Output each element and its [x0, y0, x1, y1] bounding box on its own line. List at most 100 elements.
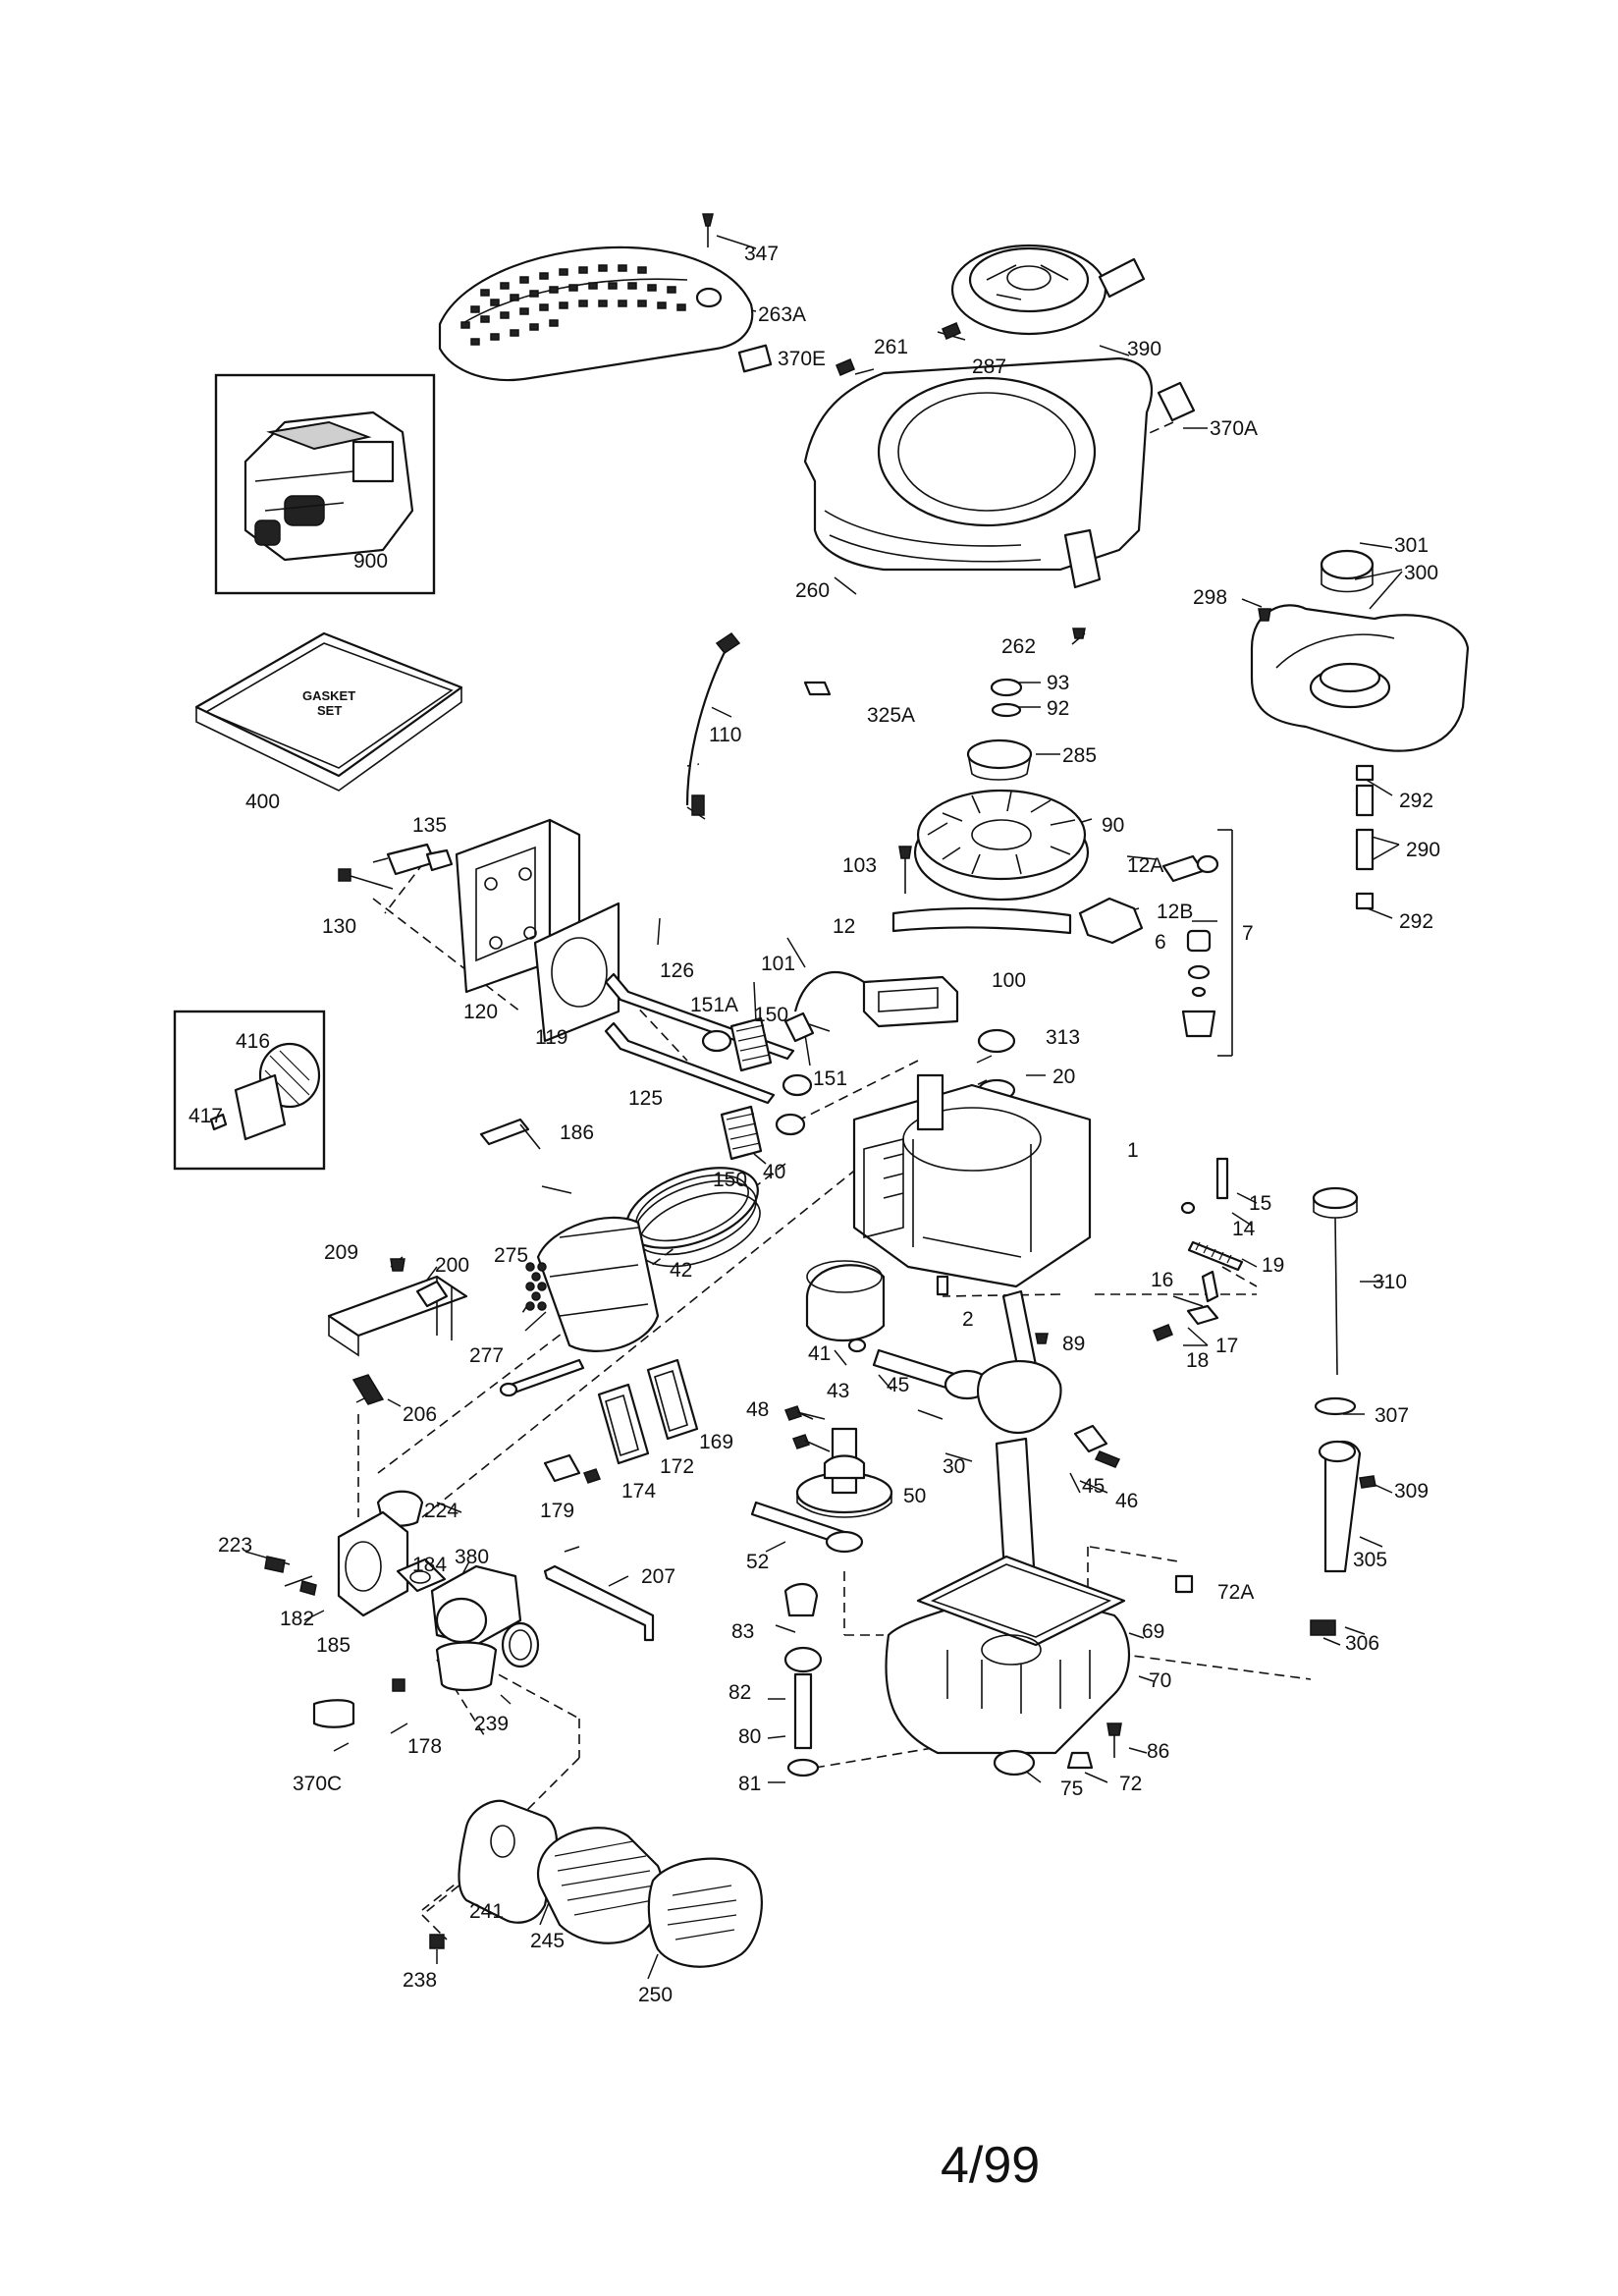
callout-290: 290 — [1406, 839, 1440, 861]
part-184-gasket — [396, 1558, 447, 1593]
part-370A-decal — [1157, 381, 1196, 422]
callout-80: 80 — [738, 1725, 761, 1748]
callout-43: 43 — [827, 1380, 849, 1402]
callout-130: 130 — [322, 915, 356, 938]
callout-72A: 72A — [1217, 1581, 1254, 1604]
part-41-piston — [805, 1264, 886, 1342]
callout-310: 310 — [1373, 1271, 1407, 1293]
callout-172: 172 — [660, 1455, 694, 1478]
callout-900: 900 — [353, 550, 388, 573]
part-89-screw — [1035, 1333, 1049, 1344]
callout-135: 135 — [412, 814, 447, 837]
part-325A-clip — [803, 681, 832, 696]
part-209-screw — [390, 1258, 405, 1272]
callout-169: 169 — [699, 1431, 733, 1453]
part-48-bolt-b — [792, 1434, 810, 1449]
callout-75: 75 — [1060, 1777, 1083, 1800]
callout-309: 309 — [1394, 1480, 1429, 1503]
engine-inset-box — [214, 373, 436, 595]
callout-277: 277 — [469, 1344, 504, 1367]
callout-174: 174 — [621, 1480, 656, 1503]
part-292-clamp-top — [1355, 764, 1375, 782]
callout-41: 41 — [808, 1342, 831, 1365]
part-347-screw — [702, 213, 714, 227]
callout-292-bottom: 292 — [1399, 910, 1433, 933]
callout-417: 417 — [189, 1105, 223, 1127]
callout-86: 86 — [1147, 1740, 1169, 1763]
part-45-rod-cap — [1073, 1424, 1108, 1453]
gasket-set-label-line2: SET — [317, 703, 342, 718]
part-12A-clip — [1161, 854, 1205, 883]
part-200-bracket — [327, 1275, 468, 1338]
part-1-engine-block — [852, 1083, 1092, 1288]
part-250-filter-cover — [647, 1857, 763, 1968]
callout-12A: 12A — [1127, 854, 1163, 877]
callout-110: 110 — [709, 724, 741, 746]
callout-45-cap: 45 — [1082, 1475, 1105, 1498]
callout-46: 46 — [1115, 1490, 1138, 1512]
callout-93: 93 — [1047, 672, 1069, 694]
part-287-screw — [942, 322, 961, 340]
part-12-tube — [891, 906, 1072, 935]
callout-305: 305 — [1353, 1549, 1387, 1571]
part-174-screw — [583, 1468, 601, 1484]
callout-185: 185 — [316, 1634, 351, 1657]
callout-72: 72 — [1119, 1773, 1142, 1795]
part-100-ignition-module — [862, 975, 959, 1028]
callout-245: 245 — [530, 1930, 565, 1952]
callout-300: 300 — [1404, 562, 1438, 584]
callout-347: 347 — [744, 243, 779, 265]
part-186-clip — [479, 1118, 530, 1146]
part-83-bushing — [783, 1583, 819, 1617]
part-6-cap — [1186, 929, 1212, 953]
part-290-fuel-line — [1355, 784, 1375, 817]
callout-6: 6 — [1155, 931, 1166, 954]
callout-120: 120 — [463, 1001, 498, 1023]
part-238-screw — [429, 1934, 445, 1949]
callout-126: 126 — [660, 959, 694, 982]
callout-40: 40 — [763, 1161, 785, 1183]
callout-1: 1 — [1127, 1139, 1139, 1162]
callout-263A: 263A — [758, 303, 806, 326]
part-18-screw — [1153, 1324, 1173, 1341]
callout-224: 224 — [424, 1500, 458, 1522]
part-150-spring-upper — [729, 1016, 773, 1072]
part-207-linkage — [543, 1564, 655, 1642]
part-370C-decal — [312, 1699, 355, 1728]
part-151-retainer-a — [782, 1073, 813, 1097]
part-110-wire — [685, 647, 728, 806]
callout-306: 306 — [1345, 1632, 1379, 1655]
part-75-seal — [993, 1749, 1036, 1777]
callout-260: 260 — [795, 579, 830, 602]
part-151A-retainer — [701, 1029, 732, 1053]
callout-292-top: 292 — [1399, 790, 1433, 812]
callout-178: 178 — [407, 1735, 442, 1758]
callout-182: 182 — [280, 1608, 314, 1630]
part-17-bracket — [1186, 1304, 1219, 1326]
callout-45-rod: 45 — [887, 1374, 909, 1396]
callout-42: 42 — [670, 1259, 692, 1282]
callout-370E: 370E — [778, 348, 826, 370]
callout-2: 2 — [962, 1308, 974, 1331]
part-43-pin — [847, 1338, 867, 1353]
callout-400: 400 — [245, 791, 280, 813]
callout-150-lower: 150 — [713, 1169, 747, 1191]
callout-301: 301 — [1394, 534, 1429, 557]
callout-179: 179 — [540, 1500, 574, 1522]
callout-200: 200 — [435, 1254, 469, 1277]
callout-83: 83 — [731, 1620, 754, 1643]
callout-50: 50 — [903, 1485, 926, 1507]
callout-16: 16 — [1151, 1269, 1173, 1291]
callout-241: 241 — [469, 1900, 504, 1923]
callout-90: 90 — [1102, 814, 1124, 837]
callout-186: 186 — [560, 1121, 594, 1144]
callout-325A: 325A — [867, 704, 915, 727]
callout-275: 275 — [494, 1244, 528, 1267]
callout-125: 125 — [628, 1087, 663, 1110]
part-178-nut — [392, 1678, 405, 1692]
callout-151A: 151A — [690, 994, 738, 1016]
callout-92: 92 — [1047, 697, 1069, 720]
part-69-gasket — [916, 1555, 1126, 1647]
part-72A-plug — [1174, 1574, 1194, 1594]
